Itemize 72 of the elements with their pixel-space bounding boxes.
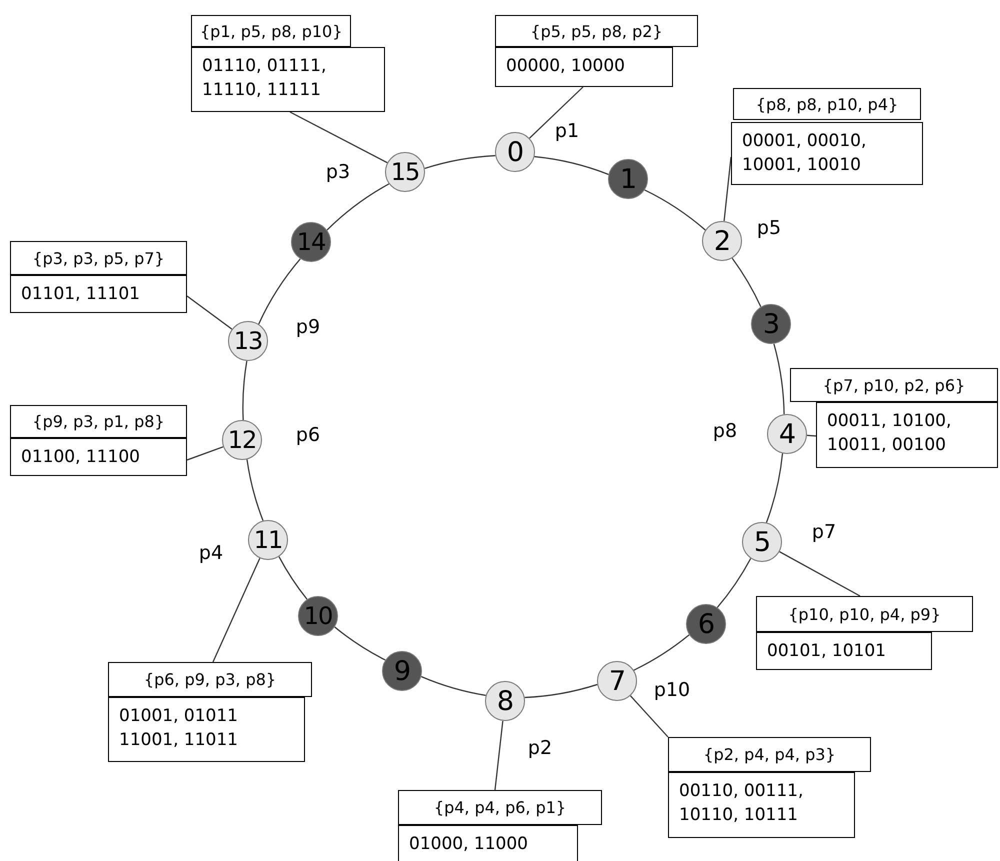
peer-label: p9	[296, 316, 320, 338]
ring-arc	[716, 558, 752, 608]
ring-node-circle: 9	[382, 651, 422, 691]
ring-node-circle: 4	[767, 414, 807, 454]
peer-label: p5	[756, 217, 782, 239]
ring-node-circle: 8	[485, 681, 525, 721]
ring-node-circle: 14	[291, 222, 331, 262]
ring-node-circle: 1	[608, 159, 648, 199]
leader-line	[290, 111, 388, 164]
ring-arc	[278, 556, 308, 600]
ring-arc	[424, 155, 496, 169]
leader-line	[630, 695, 668, 738]
ring-node-circle: 2	[702, 221, 742, 261]
peer-label: p1	[554, 120, 580, 142]
peer-label: p10	[654, 679, 690, 701]
ring-arc	[246, 459, 264, 521]
peer-label: p8	[712, 420, 738, 442]
peer-set-header: {p6, p9, p3, p8}	[108, 662, 312, 697]
ring-arc	[773, 344, 785, 414]
ring-node-circle: 6	[686, 604, 726, 644]
leader-line	[186, 446, 224, 461]
binary-id-list: 00011, 10100, 10011, 00100	[816, 402, 998, 468]
peer-label: p7	[812, 521, 836, 543]
binary-id-list: 00101, 10101	[756, 632, 932, 670]
leader-line	[212, 558, 260, 662]
ring-arc	[334, 626, 386, 661]
ring-arc	[258, 258, 301, 324]
binary-id-list: 00000, 10000	[495, 47, 673, 87]
peer-set-header: {p8, p8, p10, p4}	[733, 88, 921, 120]
ring-node-circle: 12	[222, 420, 262, 460]
binary-id-list: 01110, 01111, 11110, 11111	[191, 47, 385, 112]
peer-set-header: {p9, p3, p1, p8}	[10, 405, 187, 438]
binary-id-list: 00110, 00111, 10110, 10111	[668, 772, 855, 838]
peer-label: p2	[528, 737, 552, 759]
ring-arc	[420, 676, 486, 696]
ring-arc	[732, 258, 762, 308]
peer-set-header: {p4, p4, p6, p1}	[398, 790, 602, 825]
leader-line	[494, 720, 504, 790]
ring-arc	[634, 634, 690, 671]
leader-line	[779, 551, 860, 597]
ring-arc	[644, 189, 706, 230]
peer-set-header: {p10, p10, p4, p9}	[756, 596, 973, 632]
binary-id-list: 01000, 11000	[398, 825, 578, 861]
peer-set-header: {p7, p10, p2, p6}	[790, 368, 998, 402]
leader-line	[186, 296, 232, 330]
peer-set-header: {p2, p4, p4, p3}	[668, 737, 871, 772]
ring-node-circle: 5	[742, 522, 782, 562]
ring-node-circle: 11	[248, 520, 288, 560]
ring-arc	[524, 684, 598, 698]
binary-id-list: 01001, 01011 11001, 11011	[108, 697, 305, 762]
binary-id-list: 01100, 11100	[10, 438, 187, 476]
ring-node-circle: 10	[298, 596, 338, 636]
binary-id-list: 01101, 11101	[10, 275, 187, 313]
ring-arc	[766, 453, 784, 523]
ring-arc	[326, 183, 390, 231]
peer-label: p6	[296, 424, 320, 446]
leader-line	[724, 156, 732, 222]
ring-node-circle: 15	[385, 152, 425, 192]
ring-node-circle: 3	[751, 304, 791, 344]
peer-set-header: {p1, p5, p8, p10}	[191, 15, 352, 47]
ring-arc	[242, 360, 248, 420]
ring-node-circle: 0	[495, 132, 535, 172]
leader-line	[529, 86, 584, 139]
peer-label: p4	[198, 542, 224, 564]
binary-id-list: 00001, 00010, 10001, 10010	[731, 122, 923, 185]
ring-node-circle: 13	[228, 321, 268, 361]
ring-arc	[534, 156, 609, 175]
peer-set-header: {p5, p5, p8, p2}	[495, 15, 698, 47]
peer-set-header: {p3, p3, p5, p7}	[10, 241, 187, 275]
leader-line	[806, 434, 816, 437]
ring-node-circle: 7	[597, 661, 637, 701]
peer-label: p3	[326, 161, 350, 183]
